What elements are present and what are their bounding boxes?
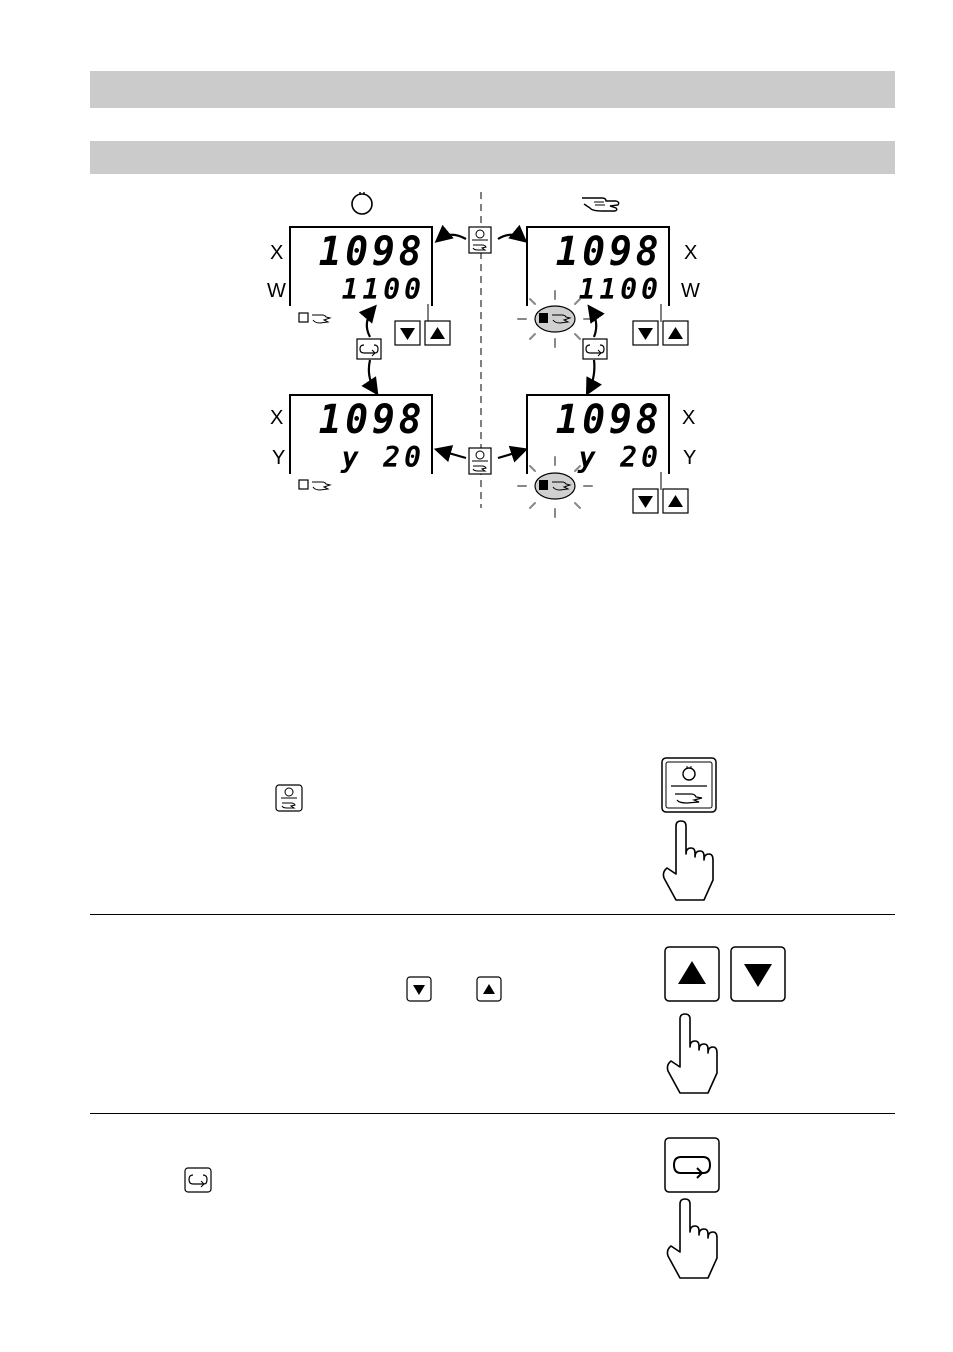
header-bar bbox=[90, 71, 895, 108]
manual-indicator-blinking-icon bbox=[517, 456, 593, 518]
section-divider bbox=[90, 1113, 895, 1114]
axis-label-x: X bbox=[270, 242, 284, 264]
display-line-y: y 20 bbox=[578, 441, 662, 474]
auto-manual-key-icon bbox=[468, 226, 492, 254]
display-line-x: 1098 bbox=[318, 397, 425, 443]
display-automatic-xw: 1098 1100 bbox=[289, 226, 433, 306]
display-manual-xw: 1098 1100 bbox=[526, 226, 670, 306]
cycle-key-icon bbox=[582, 338, 608, 360]
pointing-hand-icon bbox=[666, 1013, 718, 1094]
pointing-hand-icon bbox=[666, 1198, 718, 1279]
down-key-inline-icon bbox=[406, 976, 432, 1002]
pointing-hand-icon bbox=[662, 820, 714, 901]
display-line-w: 1100 bbox=[341, 273, 425, 306]
axis-label-y: Y bbox=[272, 447, 286, 469]
subheader-bar bbox=[90, 141, 895, 174]
manual-indicator-blinking-icon bbox=[517, 290, 593, 348]
transition-arrows bbox=[358, 224, 605, 463]
display-line-w: 1100 bbox=[578, 273, 662, 306]
section-divider bbox=[90, 914, 895, 915]
axis-label-y: Y bbox=[683, 447, 697, 469]
auto-manual-key-icon bbox=[661, 757, 717, 813]
auto-mode-circle-icon bbox=[351, 192, 373, 215]
axis-label-w: W bbox=[267, 280, 286, 302]
up-key-inline-icon bbox=[476, 976, 502, 1002]
auto-manual-key-inline-icon bbox=[275, 784, 303, 812]
down-up-keys-icon bbox=[632, 304, 689, 346]
down-up-keys-icon bbox=[632, 472, 689, 514]
down-up-keys-icon bbox=[394, 304, 451, 346]
display-manual-xy: 1098 y 20 bbox=[526, 394, 670, 474]
axis-label-x: X bbox=[684, 242, 698, 264]
cycle-key-icon bbox=[356, 338, 382, 360]
axis-label-x: X bbox=[270, 407, 284, 429]
manual-indicator-off-icon bbox=[298, 312, 332, 324]
auto-manual-key-icon bbox=[468, 447, 492, 475]
axis-label-x: X bbox=[682, 407, 696, 429]
display-line-x: 1098 bbox=[555, 397, 662, 443]
display-automatic-xy: 1098 y 20 bbox=[289, 394, 433, 474]
display-line-x: 1098 bbox=[555, 229, 662, 275]
display-line-y: y 20 bbox=[341, 441, 425, 474]
display-line-x: 1098 bbox=[318, 229, 425, 275]
cycle-key-icon bbox=[664, 1137, 720, 1193]
up-arrow-key-icon bbox=[664, 946, 720, 1002]
axis-label-w: W bbox=[681, 280, 700, 302]
down-arrow-key-icon bbox=[730, 946, 786, 1002]
manual-indicator-off-icon bbox=[298, 479, 332, 491]
manual-hand-icon bbox=[582, 197, 620, 212]
cycle-key-inline-icon bbox=[184, 1167, 212, 1193]
